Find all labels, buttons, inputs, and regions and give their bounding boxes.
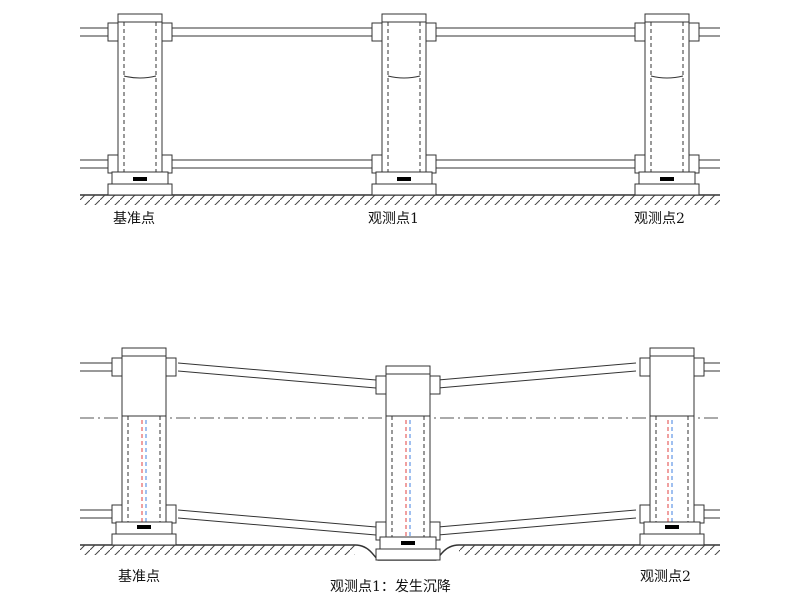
bottom-column-point1 bbox=[375, 365, 441, 561]
bottom-label-base: 基准点 bbox=[118, 569, 160, 585]
bottom-column-point2 bbox=[639, 347, 705, 546]
top-column-point2 bbox=[634, 13, 700, 196]
bottom-sloped-rails bbox=[177, 362, 637, 536]
top-ground-hatch bbox=[80, 195, 720, 205]
top-label-point2: 观测点2 bbox=[634, 211, 685, 227]
bottom-ground-hatch-left bbox=[80, 545, 355, 555]
top-label-point1: 观测点1 bbox=[368, 211, 419, 227]
bottom-point1-sensor bbox=[401, 541, 415, 545]
bottom-ground-hatch-right bbox=[459, 545, 720, 555]
bottom-column-base bbox=[111, 347, 177, 546]
bottom-label-point2: 观测点2 bbox=[640, 569, 691, 585]
top-column-point1 bbox=[371, 13, 437, 196]
bottom-panel bbox=[80, 347, 720, 561]
top-point2-sensor bbox=[660, 177, 674, 181]
top-label-base: 基准点 bbox=[113, 211, 155, 227]
bottom-label-point1: 观测点1：发生沉降 bbox=[330, 579, 451, 595]
top-column-base bbox=[107, 13, 173, 196]
top-base-sensor bbox=[133, 177, 147, 181]
top-panel bbox=[80, 13, 720, 205]
bottom-point2-sensor bbox=[665, 525, 679, 529]
top-point1-sensor bbox=[397, 177, 411, 181]
bottom-base-sensor bbox=[137, 525, 151, 529]
